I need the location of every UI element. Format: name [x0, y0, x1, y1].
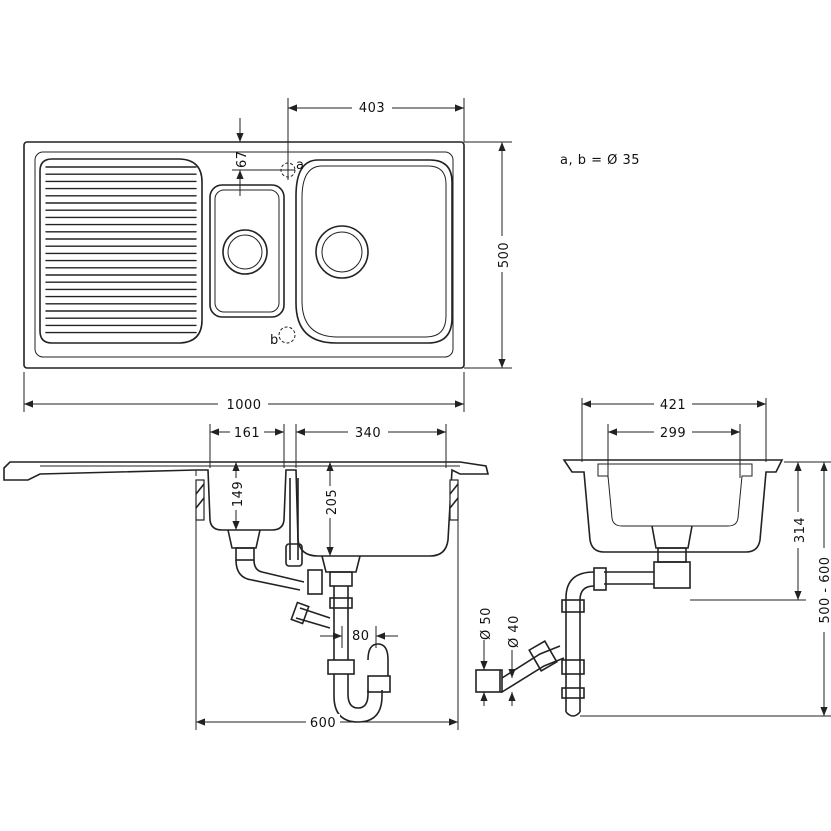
- cabinet-wall-right: [449, 479, 459, 521]
- front-sink-profile: [3, 461, 490, 557]
- cabinet-wall-left: [195, 479, 205, 521]
- pipe-coupler: [329, 597, 353, 609]
- side-drain-basket: [651, 525, 693, 549]
- side-pipe-nut-1: [561, 599, 585, 613]
- wall-socket: [475, 669, 503, 693]
- trap-outlet: [367, 643, 389, 676]
- side-horizontal-pipe: [604, 571, 654, 585]
- side-branch-pipe: [501, 645, 565, 693]
- small-bowl: [209, 184, 285, 318]
- dim-161-label: 161: [234, 426, 260, 441]
- tap-hole-b-label: b: [270, 333, 279, 348]
- side-sink-profile: [562, 459, 784, 553]
- dim-205-label: 205: [325, 489, 340, 515]
- dim-340-label: 340: [355, 426, 381, 441]
- dim-d40-label: Ø 40: [507, 615, 522, 648]
- side-drain-nut: [657, 547, 687, 563]
- large-bowl-inner: [301, 165, 447, 338]
- large-bowl: [295, 159, 453, 344]
- dim-314-label: 314: [793, 517, 808, 543]
- tap-hole-b-icon: [278, 326, 296, 344]
- small-bowl-drain: [222, 229, 268, 275]
- large-bowl-drain-inner: [321, 231, 363, 273]
- top-view: a b 403 67 500 1000 a, b = Ø 35: [23, 98, 640, 413]
- small-drain-basket: [227, 529, 261, 549]
- tee-connector: [307, 569, 323, 595]
- dim-149-label: 149: [231, 481, 246, 507]
- hatch: [195, 483, 205, 495]
- front-waste-plumbing: [227, 478, 391, 723]
- dim-600-label: 600: [310, 716, 336, 731]
- dim-500-label: 500: [497, 242, 512, 268]
- side-coupler: [593, 567, 607, 591]
- main-vertical-pipe: [333, 586, 349, 660]
- small-drain-elbow: [235, 559, 305, 591]
- large-bowl-drain: [315, 225, 369, 279]
- drainboard-grooves: [45, 166, 197, 334]
- side-bowl-inner: [597, 463, 753, 527]
- overflow-pipe: [289, 478, 299, 560]
- dim-403-label: 403: [359, 101, 385, 116]
- small-bowl-drain-inner: [227, 234, 263, 270]
- drainboard: [39, 158, 203, 344]
- appliance-nozzle: [290, 601, 310, 625]
- small-drain-nut: [235, 547, 255, 561]
- trap-nut-right: [367, 675, 391, 693]
- dim-67-label: 67: [235, 150, 250, 168]
- dim-500-600-label: 500 - 600: [818, 556, 831, 623]
- side-pipe-nut-3: [561, 687, 585, 699]
- small-bowl-inner: [214, 189, 280, 313]
- hatch: [449, 483, 459, 495]
- hatch: [195, 497, 205, 509]
- side-pipe-nut-2: [561, 659, 585, 675]
- bottle-trap: [333, 674, 383, 723]
- side-vertical-pipe: [565, 604, 581, 712]
- side-view: 421 299 314 500 - 600 Ø 50 Ø 40: [475, 397, 831, 717]
- hatch: [449, 497, 459, 509]
- dim-d50-label: Ø 50: [479, 607, 494, 640]
- dim-1000-label: 1000: [226, 398, 261, 413]
- dim-80-label: 80: [352, 629, 370, 644]
- side-trap-body: [653, 561, 691, 589]
- tap-hole-a-label: a: [296, 158, 304, 173]
- large-drain-nut: [329, 571, 353, 587]
- tap-hole-note: a, b = Ø 35: [560, 153, 640, 168]
- large-drain-basket: [321, 555, 361, 573]
- trap-nut-left: [327, 659, 355, 675]
- front-view: 161 340 149 205 80 600: [3, 424, 490, 731]
- sink-rim: [34, 151, 454, 358]
- side-bottom-cap: [565, 711, 581, 717]
- dim-299-label: 299: [660, 426, 686, 441]
- side-branch-nut: [528, 640, 558, 672]
- dim-421-label: 421: [660, 398, 686, 413]
- overflow-connector: [285, 543, 303, 567]
- sink-outline: [23, 141, 465, 369]
- appliance-connector: [295, 607, 331, 629]
